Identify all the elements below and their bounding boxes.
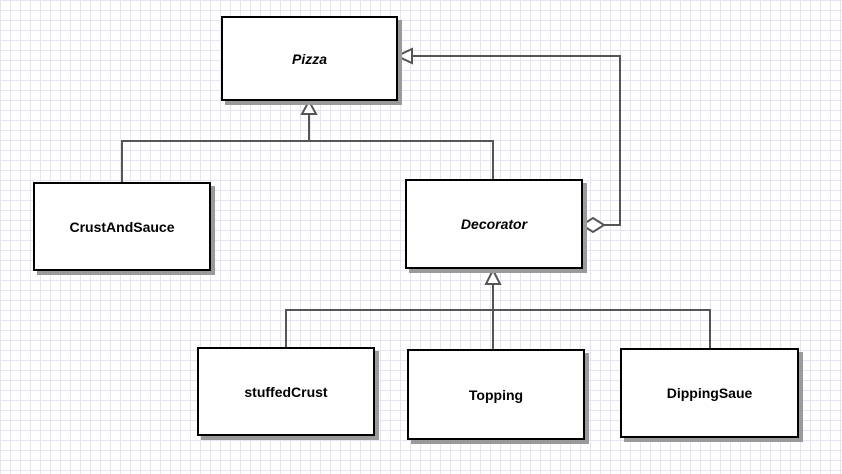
aggregation-diamond — [580, 216, 606, 234]
class-box-stuffedcrust[interactable]: stuffedCrust — [197, 347, 375, 436]
aggregation-line — [412, 55, 621, 226]
class-name-stuffedcrust: stuffedCrust — [244, 383, 328, 400]
class-name-crustandsauce: CrustAndSauce — [69, 218, 175, 235]
class-name-pizza: Pizza — [291, 50, 327, 67]
class-box-dippingsaue[interactable]: DippingSaue — [620, 348, 799, 438]
generalization-line-dippingsaue — [493, 309, 711, 349]
class-box-topping[interactable]: Topping — [407, 349, 585, 440]
generalization-line-decorator — [309, 140, 494, 180]
generalization-line-stuffedcrust — [285, 309, 493, 348]
class-box-pizza[interactable]: Pizza — [221, 16, 398, 101]
class-name-topping: Topping — [468, 386, 524, 403]
class-name-dippingsaue: DippingSaue — [666, 385, 753, 401]
inheritance-arrowhead-pizza — [300, 98, 318, 115]
class-name-decorator: Decorator — [460, 216, 528, 232]
inheritance-arrowhead-decorator — [484, 267, 502, 285]
generalization-line-crustandsauce — [121, 140, 309, 182]
class-box-decorator[interactable]: Decorator — [405, 179, 583, 269]
class-box-crustandsauce[interactable]: CrustAndSauce — [33, 182, 211, 271]
aggregation-arrowhead-pizza — [394, 47, 413, 65]
